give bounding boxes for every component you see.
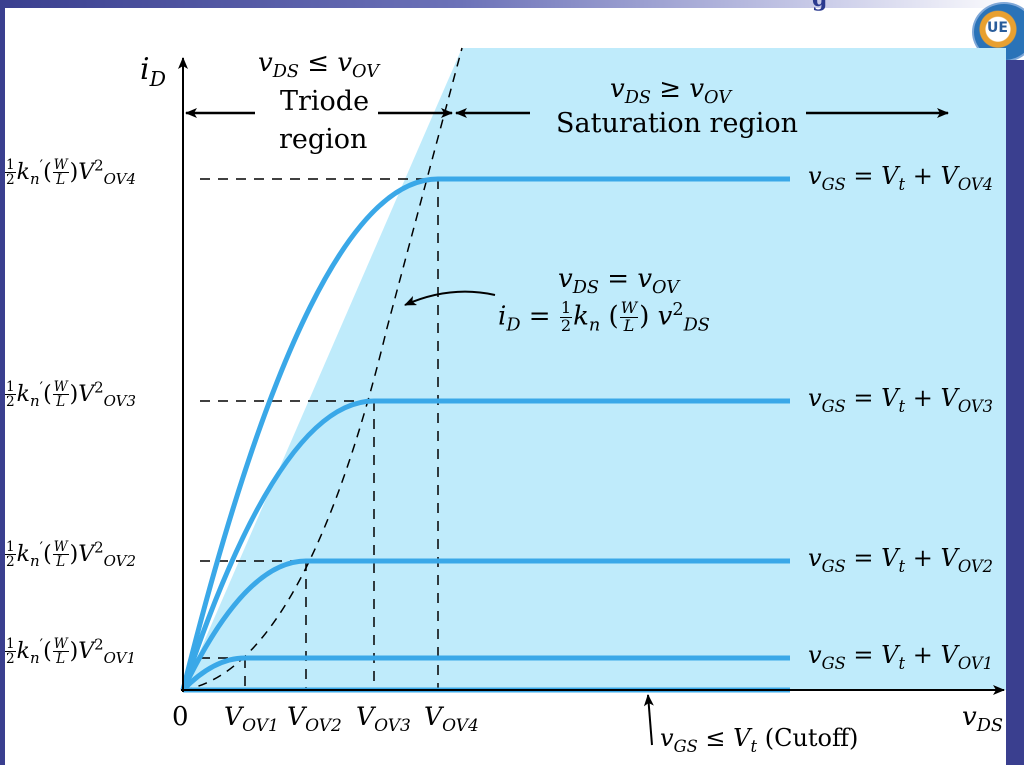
- boundary-condition: vDS = vOV: [558, 264, 679, 299]
- curve-label-ov2: vGS = Vt + VOV2: [808, 544, 994, 576]
- x-axis-label: vDS: [962, 702, 1003, 737]
- origin-label: 0: [172, 702, 189, 732]
- left-frame-strip: [0, 8, 5, 765]
- saturation-condition: vDS ≥ vOV: [610, 74, 731, 109]
- saturation-region-fill: [183, 48, 1006, 690]
- triode-label-line2: region: [279, 124, 368, 155]
- x-tick-vov4: VOV4: [424, 702, 479, 736]
- header-title-fragment: g: [812, 0, 827, 12]
- slide-top-bar: [0, 0, 1024, 8]
- y-axis-label: iD: [140, 52, 166, 91]
- curve-label-ov1: vGS = Vt + VOV1: [808, 641, 994, 673]
- triode-saturation-boundary: [182, 47, 463, 691]
- curve-ov1: [181, 655, 790, 692]
- cutoff-pointer-arrow: [643, 694, 654, 746]
- x-tick-vov3: VOV3: [356, 702, 411, 736]
- curve-ov4: [180, 176, 790, 691]
- logo-text: UE: [987, 20, 1008, 36]
- boundary-pointer-arrow: [404, 290, 496, 306]
- curve-label-ov3: vGS = Vt + VOV3: [808, 384, 994, 416]
- saturation-label: Saturation region: [556, 108, 798, 139]
- triode-label-line1: Triode: [280, 86, 370, 117]
- x-tick-vov1: VOV1: [224, 702, 279, 736]
- x-tick-vov2: VOV2: [287, 702, 342, 736]
- curve-label-ov4: vGS = Vt + VOV4: [808, 162, 994, 194]
- cutoff-label: vGS ≤ Vt (Cutoff): [660, 724, 859, 756]
- triode-condition: vDS ≤ vOV: [258, 48, 379, 83]
- right-frame-strip: [1006, 60, 1024, 765]
- curve-ov3: [180, 398, 790, 691]
- curve-ov2: [180, 558, 790, 692]
